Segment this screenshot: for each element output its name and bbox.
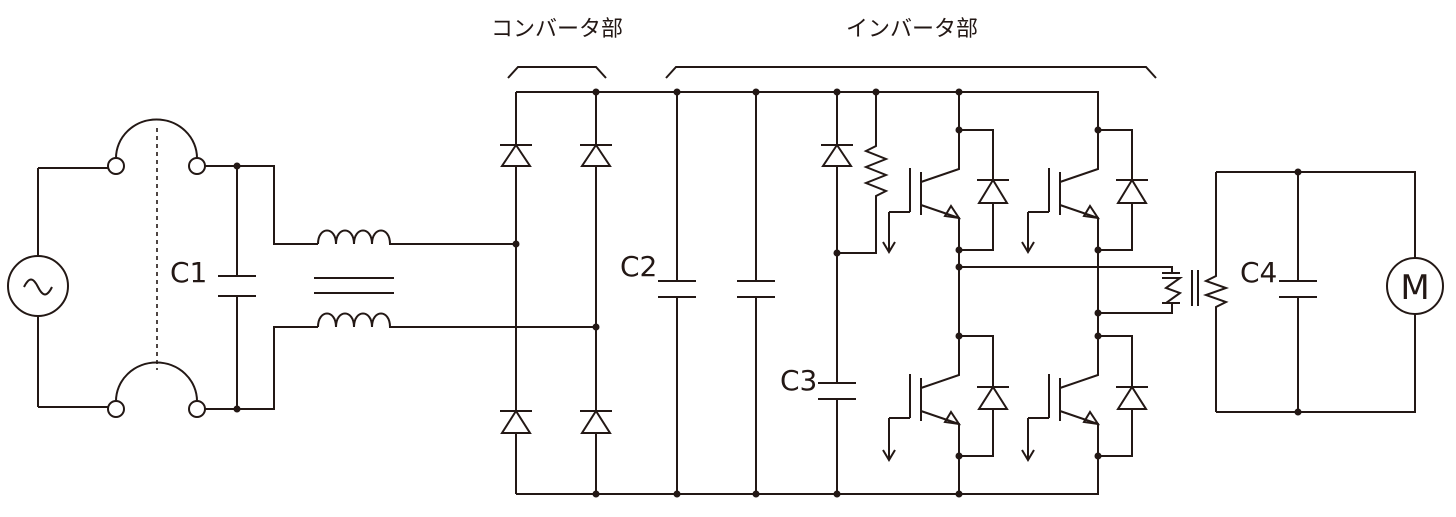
circuit-breaker	[107, 118, 206, 418]
capacitor-c4	[1216, 168, 1416, 416]
diode-icon	[580, 409, 612, 434]
label-c4: C4	[1240, 256, 1277, 289]
motor: M	[1386, 257, 1444, 315]
dc-bus-positive	[516, 91, 1099, 130]
motor-label: M	[1400, 268, 1429, 308]
resistor-icon	[837, 92, 889, 254]
igbt-icon	[1027, 336, 1101, 460]
snubber-circuit	[818, 88, 889, 498]
output-wire-lower	[1098, 302, 1180, 314]
igbt-icon	[888, 336, 962, 460]
inverter-leg-left	[882, 88, 1009, 498]
output-wire-upper	[959, 266, 1180, 274]
inverter-section-label: インバータ部	[846, 17, 978, 42]
label-c1: C1	[170, 256, 207, 289]
diode-icon	[977, 385, 1009, 410]
inverter-brace	[665, 66, 1157, 79]
capacitor-c1	[205, 162, 318, 413]
diode-icon	[1116, 385, 1148, 410]
common-mode-choke	[314, 229, 596, 328]
diode-bridge	[500, 88, 612, 498]
dc-bus-negative	[516, 456, 1099, 495]
capacitor-c2	[658, 88, 775, 498]
diode-icon	[500, 409, 532, 434]
ac-source	[7, 167, 108, 408]
diode-icon	[500, 143, 532, 167]
diode-icon	[821, 143, 853, 167]
converter-brace	[507, 66, 607, 79]
arrow-down-icon	[1021, 220, 1035, 254]
inverter-leg-right	[1021, 126, 1148, 462]
label-c2: C2	[620, 250, 657, 283]
arrow-down-icon	[1021, 430, 1035, 462]
label-c3: C3	[780, 364, 817, 397]
arrow-down-icon	[882, 220, 896, 254]
sine-wave-icon	[23, 278, 53, 296]
igbt-icon	[1027, 130, 1101, 252]
output-transformer	[1162, 172, 1230, 412]
igbt-icon	[888, 130, 962, 252]
arrow-down-icon	[882, 430, 896, 462]
diode-icon	[1116, 178, 1148, 204]
diode-icon	[580, 143, 612, 167]
diode-icon	[977, 178, 1009, 204]
converter-section-label: コンバータ部	[491, 17, 623, 42]
